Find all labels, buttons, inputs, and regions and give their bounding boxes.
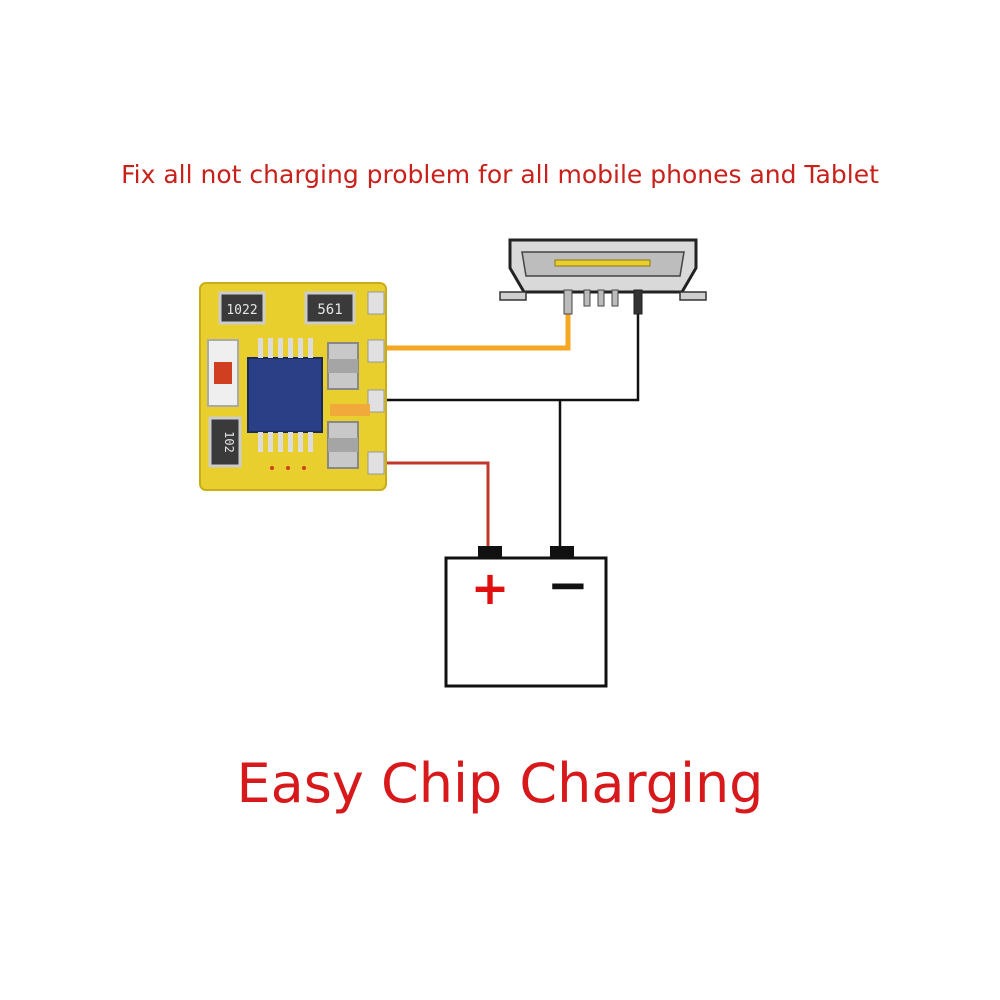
diagram-subtitle: Fix all not charging problem for all mob… <box>121 160 879 189</box>
black-ground-wire <box>384 300 640 402</box>
battery-positive-sign: + <box>471 561 510 615</box>
battery: + − <box>444 546 608 688</box>
diagram-title: Easy Chip Charging <box>236 752 764 815</box>
orange-data-wire <box>384 290 571 351</box>
resistor-label-bottom: 102 <box>222 431 236 453</box>
resistor-label-top-left: 1022 <box>226 303 257 318</box>
wires <box>384 290 640 552</box>
charging-chip-board: 1022 561 102 <box>199 282 387 491</box>
battery-negative-sign: − <box>547 556 589 614</box>
resistor-label-top-right: 561 <box>317 302 342 318</box>
micro-usb-connector <box>499 238 707 315</box>
red-battery-positive-wire <box>384 461 490 550</box>
